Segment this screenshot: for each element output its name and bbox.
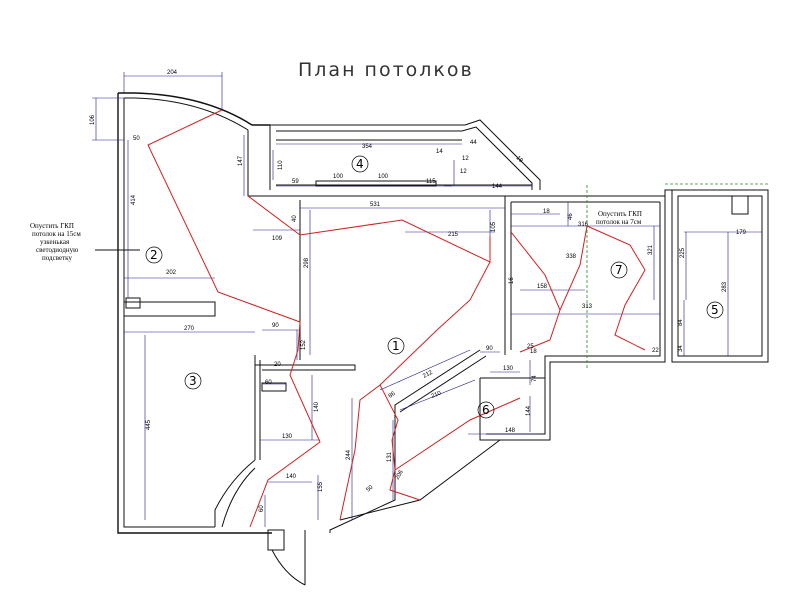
note-left-line5: подсветку xyxy=(42,254,72,262)
dim-label: 110 xyxy=(278,160,284,170)
room-number-3: 3 xyxy=(189,374,197,388)
note-left-line2: потолок на 15см xyxy=(32,230,81,238)
dim-label: 210 xyxy=(431,390,443,400)
dim-label: 313 xyxy=(582,304,593,310)
dim-label: 105 xyxy=(491,221,497,232)
dim-label: 115 xyxy=(426,179,436,185)
dim-label: 74 xyxy=(532,375,538,382)
annotation-right: Опустить ГКП потолок на 7см xyxy=(596,210,642,226)
note-left-line3: узкенькая xyxy=(40,238,70,246)
note-right-line2: потолок на 7см xyxy=(596,218,642,226)
dim-label: 25 xyxy=(527,344,534,350)
dim-label: 147 xyxy=(238,155,244,166)
dim-label: 148 xyxy=(505,428,516,434)
dim-label: 179 xyxy=(736,230,747,236)
ceiling-contours xyxy=(147,109,646,528)
dim-label: 14 xyxy=(436,149,443,155)
dim-label: 18 xyxy=(530,349,537,355)
note-right-line1: Опустить ГКП xyxy=(598,210,642,218)
dim-label: 44 xyxy=(470,140,477,146)
dim-label: 109 xyxy=(272,236,283,242)
dim-label: 155 xyxy=(318,481,324,492)
dim-label: 22 xyxy=(652,348,659,354)
dim-label: 34 xyxy=(678,345,684,352)
dim-label: 20 xyxy=(274,362,281,368)
green-guides xyxy=(586,183,768,370)
dim-label: 206 xyxy=(395,469,406,481)
dim-label: 140 xyxy=(314,401,320,412)
dim-label: 354 xyxy=(362,144,373,150)
dim-label: 12 xyxy=(460,169,467,175)
dim-label: 84 xyxy=(678,319,684,326)
dim-label: 131 xyxy=(387,451,393,462)
dim-label: 60 xyxy=(259,505,265,512)
dim-label: 215 xyxy=(448,232,459,238)
room-number-7: 7 xyxy=(615,263,623,277)
note-left-line1: Опустить ГКП xyxy=(30,222,74,230)
room-marker-7 xyxy=(610,261,628,279)
room-number-2: 2 xyxy=(150,248,158,262)
dim-label: 100 xyxy=(333,174,344,180)
dim-label: 270 xyxy=(184,326,195,332)
dim-label: 90 xyxy=(272,323,279,329)
room-marker-5 xyxy=(706,301,724,319)
dim-label: 106 xyxy=(90,114,96,125)
dim-label: 321 xyxy=(648,244,654,255)
plan-title: План потолков xyxy=(298,59,474,81)
dim-label: 46 xyxy=(568,213,574,220)
dim-label: 16 xyxy=(509,277,515,284)
dim-label: 100 xyxy=(378,174,389,180)
dim-label: 50 xyxy=(365,484,374,493)
dim-label: 298 xyxy=(304,257,310,268)
walls xyxy=(117,92,769,586)
note-left-line4: светодиодную xyxy=(36,246,78,254)
dim-label: 86 xyxy=(388,391,397,400)
dim-label: 225 xyxy=(680,247,686,258)
dim-label: 204 xyxy=(167,70,178,76)
dim-label: 283 xyxy=(722,281,728,292)
dim-label: 130 xyxy=(282,434,293,440)
annotation-left: Опустить ГКП потолок на 15см узкенькая с… xyxy=(30,222,140,262)
dim-label: 60 xyxy=(265,380,272,386)
room-number-4: 4 xyxy=(356,157,364,171)
dimension-lines xyxy=(92,72,762,527)
dim-label: 144 xyxy=(526,405,532,416)
room-marker-3 xyxy=(184,372,202,390)
dim-label: 18 xyxy=(515,155,524,164)
dim-label: 50 xyxy=(133,136,140,142)
room-markers: 1 2 3 4 5 6 7 xyxy=(145,155,724,419)
dim-label: 531 xyxy=(370,202,381,208)
room-number-6: 6 xyxy=(482,403,490,417)
room-number-1: 1 xyxy=(392,339,400,353)
dim-label: 12 xyxy=(462,156,469,162)
dim-label: 316 xyxy=(578,222,589,228)
dim-label: 59 xyxy=(292,179,299,185)
room-marker-4 xyxy=(351,155,369,173)
dim-label: 212 xyxy=(422,369,434,379)
room-number-5: 5 xyxy=(711,303,719,317)
dim-label: 445 xyxy=(146,419,152,430)
dim-label: 144 xyxy=(492,184,503,190)
room-marker-2 xyxy=(145,246,163,264)
room-marker-1 xyxy=(387,337,405,355)
dim-label: 140 xyxy=(286,474,297,480)
dimension-labels: 204 106 50 414 147 110 354 14 44 12 18 5… xyxy=(90,70,747,512)
dim-label: 90 xyxy=(486,346,493,352)
dim-label: 158 xyxy=(537,284,548,290)
dim-label: 244 xyxy=(346,449,352,460)
room-marker-6 xyxy=(477,401,495,419)
dim-label: 152 xyxy=(301,339,307,350)
dim-label: 414 xyxy=(131,194,137,205)
dim-label: 202 xyxy=(166,270,177,276)
dim-label: 40 xyxy=(292,215,298,222)
dim-label: 338 xyxy=(566,254,577,260)
dim-label: 18 xyxy=(543,209,550,215)
dim-label: 130 xyxy=(503,366,514,372)
